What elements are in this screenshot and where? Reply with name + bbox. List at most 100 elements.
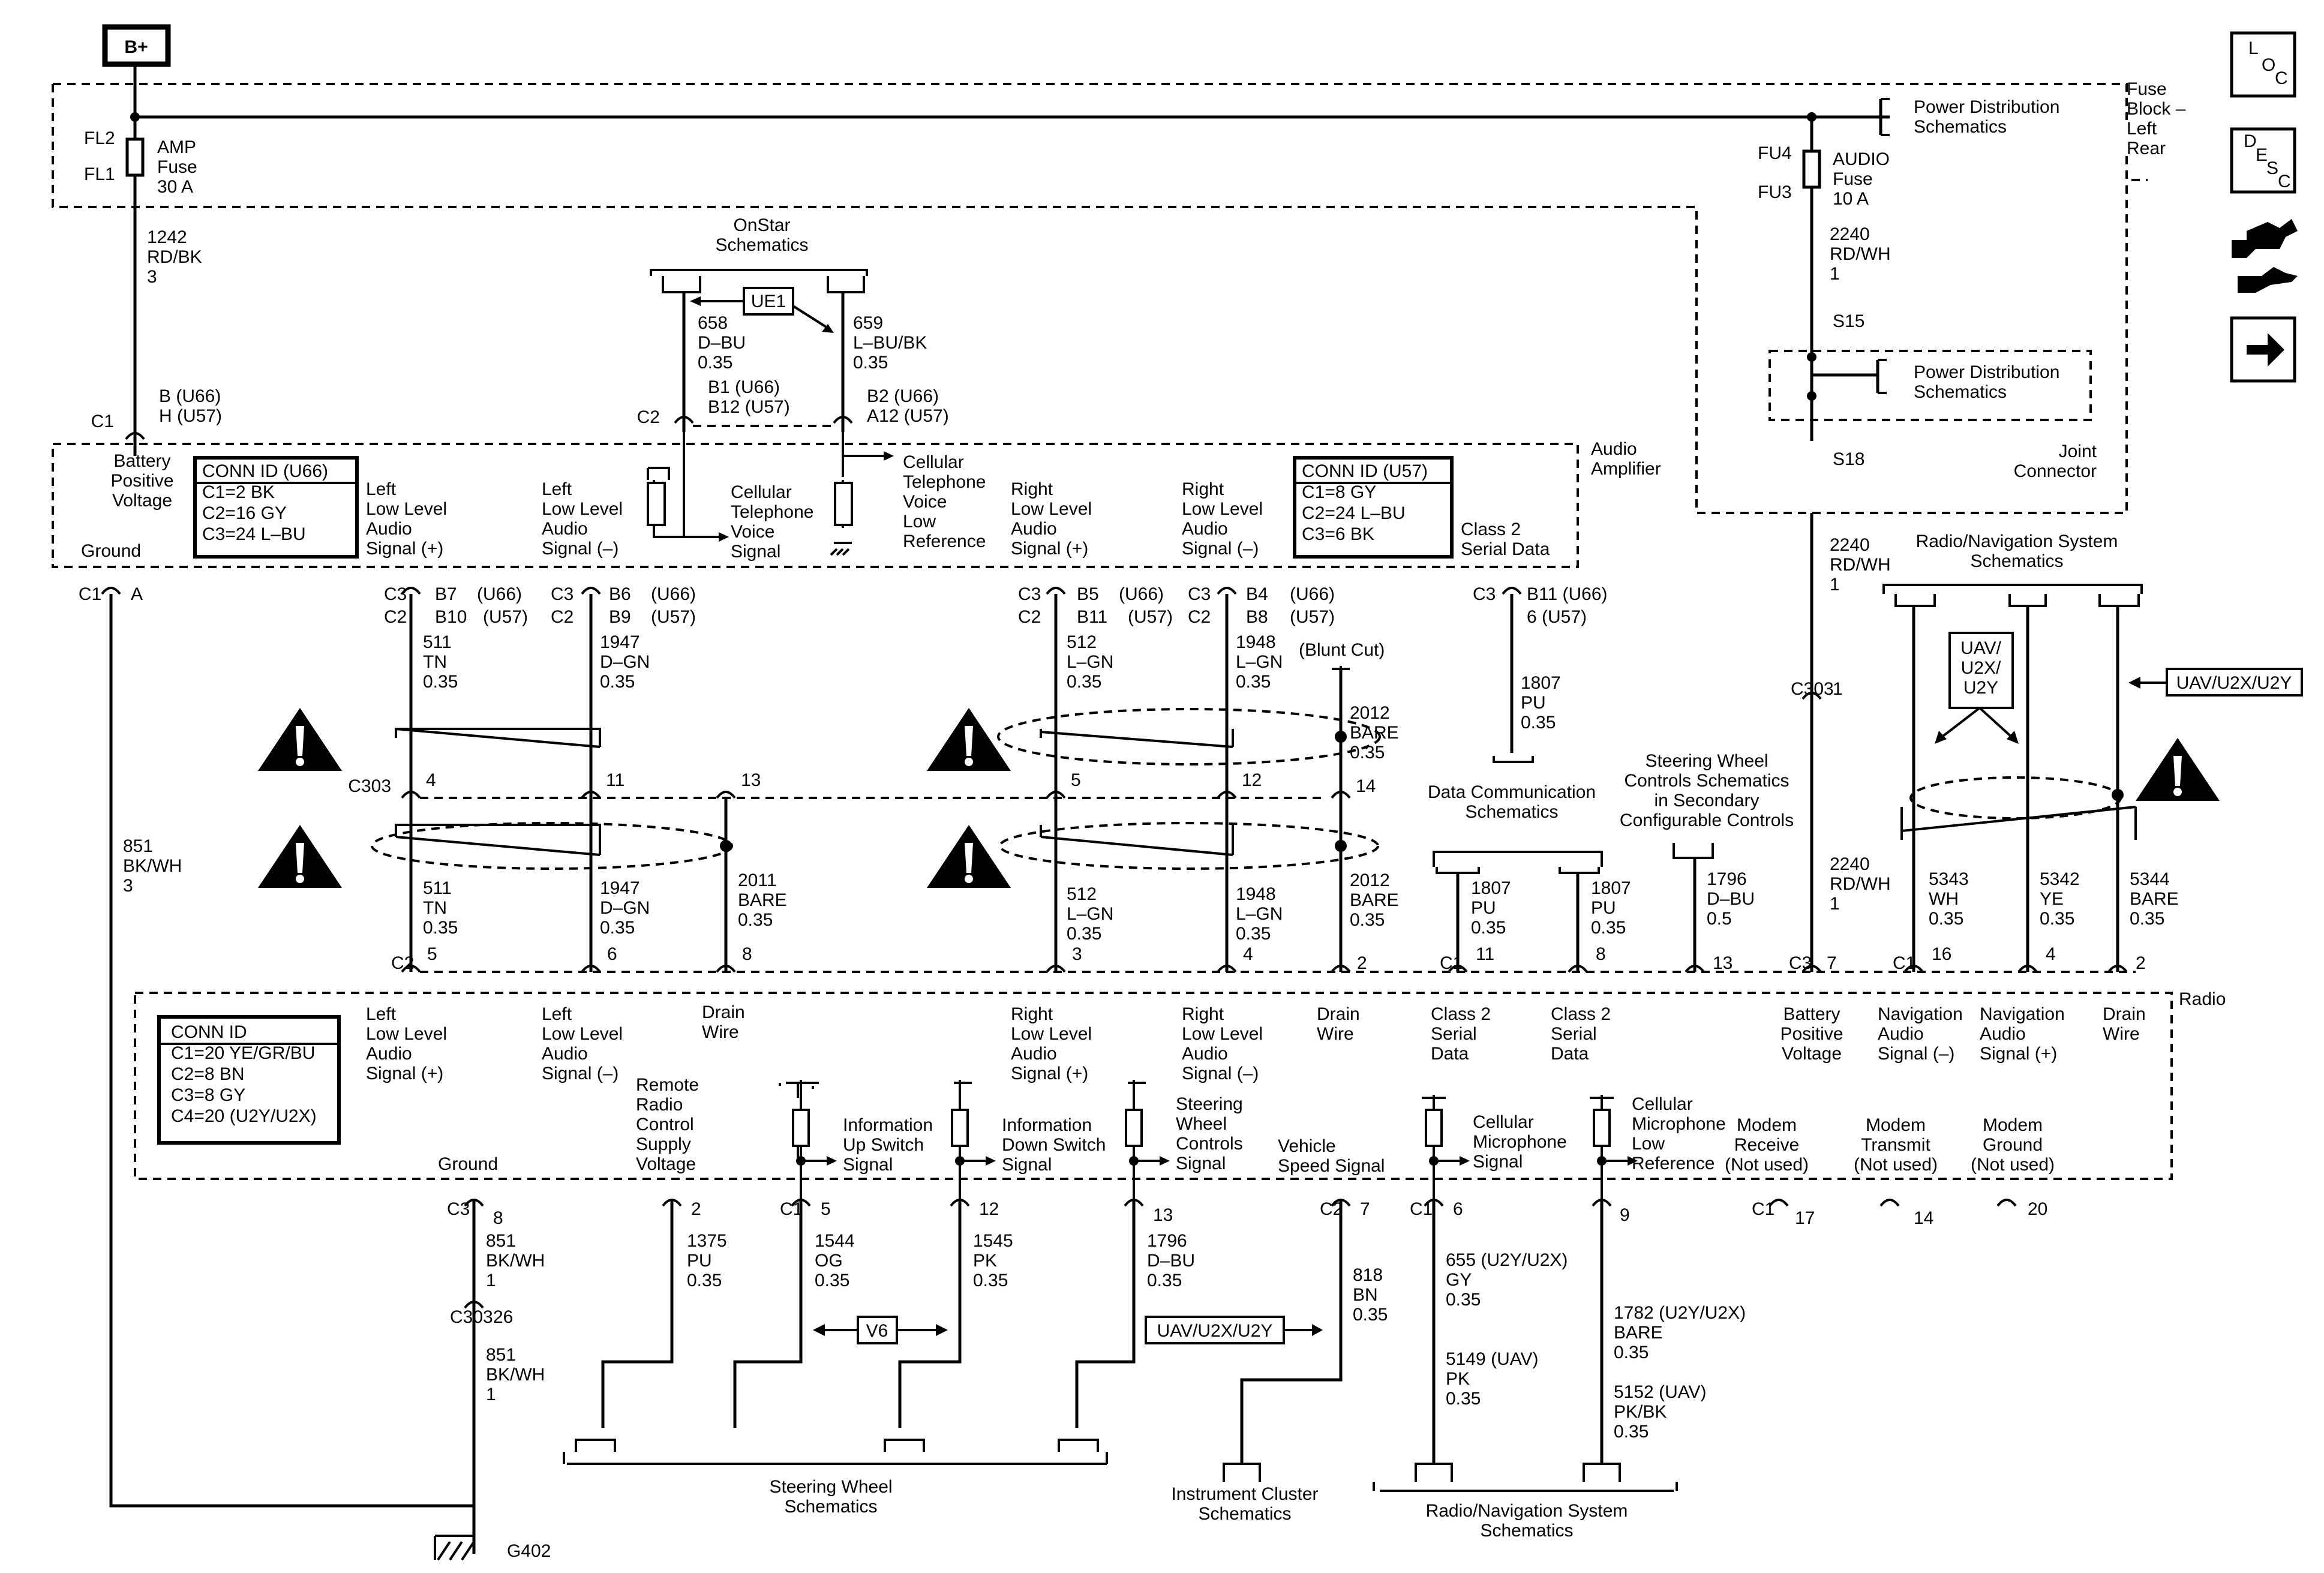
amp-pin-label: (U57) <box>651 607 696 627</box>
right-audio-plus-label: Low Level <box>1011 499 1092 519</box>
b-plus-label: B+ <box>102 24 171 67</box>
wire-1948-label: L–GN <box>1236 904 1283 924</box>
amp-pin-label: C2 <box>384 607 407 627</box>
wire-851-label: 851 <box>486 1345 516 1365</box>
amp-pin-label: (U57) <box>1290 607 1335 627</box>
next-arrow-icon[interactable] <box>2230 316 2296 383</box>
info-up-label: Signal <box>843 1155 893 1175</box>
wire-5342-label: 5342 <box>2040 869 2080 889</box>
info-down-label: Down Switch <box>1002 1135 1106 1155</box>
wire-1796-label: 0.5 <box>1707 909 1732 929</box>
fuse-block-outline <box>52 83 2148 514</box>
steering-secondary-label: Controls Schematics <box>1624 771 1789 791</box>
left-audio-plus-label: Audio <box>366 519 412 539</box>
wire-5343-label: 0.35 <box>1929 909 1963 929</box>
left-audio-minus-label: Left <box>542 479 572 499</box>
radio-pin-label: 4 <box>1243 944 1253 964</box>
cell-voice-label: Cellular <box>731 482 792 502</box>
wire-2240-label: 1 <box>1830 264 1840 284</box>
c1-label: C1 <box>91 412 114 431</box>
power-distribution-label: Power Distribution <box>1914 362 2059 382</box>
radio-battery-label: Positive <box>1780 1024 1843 1044</box>
left-audio-plus-label: Signal (+) <box>366 539 443 559</box>
conn-id-u66-text: C2=16 GY <box>202 503 287 523</box>
class2-serial-label: Serial Data <box>1461 539 1550 559</box>
info-down-label: Information <box>1002 1115 1092 1135</box>
amp-pin-label: B8 <box>1246 607 1268 627</box>
left-audio-plus-label: Low Level <box>366 499 447 519</box>
wire-1545-label: 1545 <box>973 1231 1013 1251</box>
drain-wire-label: Wire <box>2103 1024 2140 1044</box>
c303-pin1 <box>1801 513 1822 972</box>
wire-1948-label: L–GN <box>1236 652 1283 672</box>
wire-1782-label: 1782 (U2Y/U2X) <box>1614 1303 1746 1323</box>
amp-pin-label: 6 (U57) <box>1527 607 1587 627</box>
battery-pin-label: H (U57) <box>159 406 222 426</box>
audio-fuse <box>1802 117 1821 441</box>
loc-icon-letter: O <box>2262 55 2275 75</box>
s15-label: S15 <box>1833 311 1864 331</box>
radio-bottom-pin-label: 17 <box>1795 1208 1815 1228</box>
radio-right-plus-label: Right <box>1011 1004 1053 1024</box>
wire-2240-label: RD/WH <box>1830 244 1891 264</box>
wire-659-label: 0.35 <box>853 353 888 373</box>
radio-pin-label: 7 <box>1827 953 1837 973</box>
radio-class2-label: Data <box>1431 1044 1469 1064</box>
wire-655-label: 0.35 <box>1446 1290 1481 1310</box>
wire-851-label: 3 <box>123 876 133 896</box>
radio-label: Radio <box>2179 989 2226 1009</box>
wire-1948-label: 1948 <box>1236 884 1276 904</box>
c303-pin1-label: 1 <box>1833 679 1843 699</box>
radio-nav-label: Radio/Navigation System <box>1426 1501 1628 1521</box>
amp-pin-label: (U57) <box>1128 607 1173 627</box>
cell-mic-low-label: Reference <box>1632 1154 1715 1173</box>
radio-left-plus-label: Signal (+) <box>366 1064 443 1083</box>
wire-511-label: 511 <box>423 632 452 652</box>
radio-bottom-pin-label: 20 <box>2028 1199 2047 1219</box>
radio-right-minus-label: Audio <box>1182 1044 1228 1064</box>
cell-voice-label: Signal <box>731 542 780 562</box>
radio-bottom-pin-label: 13 <box>1153 1205 1173 1225</box>
amp-pin-label: (U66) <box>1290 584 1335 604</box>
conn-id-u66-text: CONN ID (U66) <box>202 461 328 481</box>
radio-right-plus-label: Low Level <box>1011 1024 1092 1044</box>
radio-bottom-pin-label: 6 <box>1453 1199 1463 1219</box>
wire-2012-label: BARE <box>1350 723 1399 743</box>
info-down-label: Signal <box>1002 1155 1052 1175</box>
wire-851-label: 851 <box>486 1231 516 1251</box>
wire-851-label: 1 <box>486 1385 496 1404</box>
wire-2012-label: 0.35 <box>1350 910 1385 930</box>
wire-512-label: 512 <box>1067 884 1097 904</box>
wire-1796-label: 1796 <box>1707 869 1747 889</box>
g402-ground <box>434 1341 476 1561</box>
wire-1545-label: 0.35 <box>973 1271 1008 1290</box>
radio-bottom-pin-label: 9 <box>1620 1205 1630 1225</box>
radio-bottom-pin-label: C1 <box>1410 1199 1433 1219</box>
wire-5343-label: WH <box>1929 889 1959 909</box>
fuse-block-label: Block – <box>2127 99 2186 119</box>
loc-icon-letter: L <box>2248 38 2259 58</box>
s18-label: S18 <box>1833 449 1864 469</box>
amp-fuse <box>125 117 145 456</box>
conn-id-radio-text: CONN ID <box>171 1022 247 1042</box>
wire-5152-label: PK/BK <box>1614 1402 1667 1422</box>
modem-receive-label: (Not used) <box>1725 1155 1809 1175</box>
desc-icon <box>2230 127 2296 194</box>
class2-serial-label: Class 2 <box>1461 520 1521 539</box>
c1-a-pin-label: A <box>131 584 143 604</box>
amp-pin-label: B11 <box>1077 607 1107 627</box>
c303-pin-label: 12 <box>1242 770 1262 790</box>
wire-512-label: L–GN <box>1067 652 1113 672</box>
audio-amplifier-label: Amplifier <box>1591 459 1661 479</box>
remote-radio-label: Supply <box>636 1134 691 1154</box>
wire-658-label: D–BU <box>698 333 746 353</box>
joint-connector-box <box>1768 350 2092 421</box>
wire-1375-label: 0.35 <box>687 1271 722 1290</box>
steering-secondary-label: in Secondary <box>1654 791 1759 810</box>
data-comm-connector <box>1493 756 1534 763</box>
power-distribution-label: Power Distribution <box>1914 97 2059 117</box>
wire-1807-label: 1807 <box>1471 878 1511 898</box>
radio-pin-label: 4 <box>2046 944 2056 964</box>
radio-right-minus-label: Right <box>1182 1004 1224 1024</box>
